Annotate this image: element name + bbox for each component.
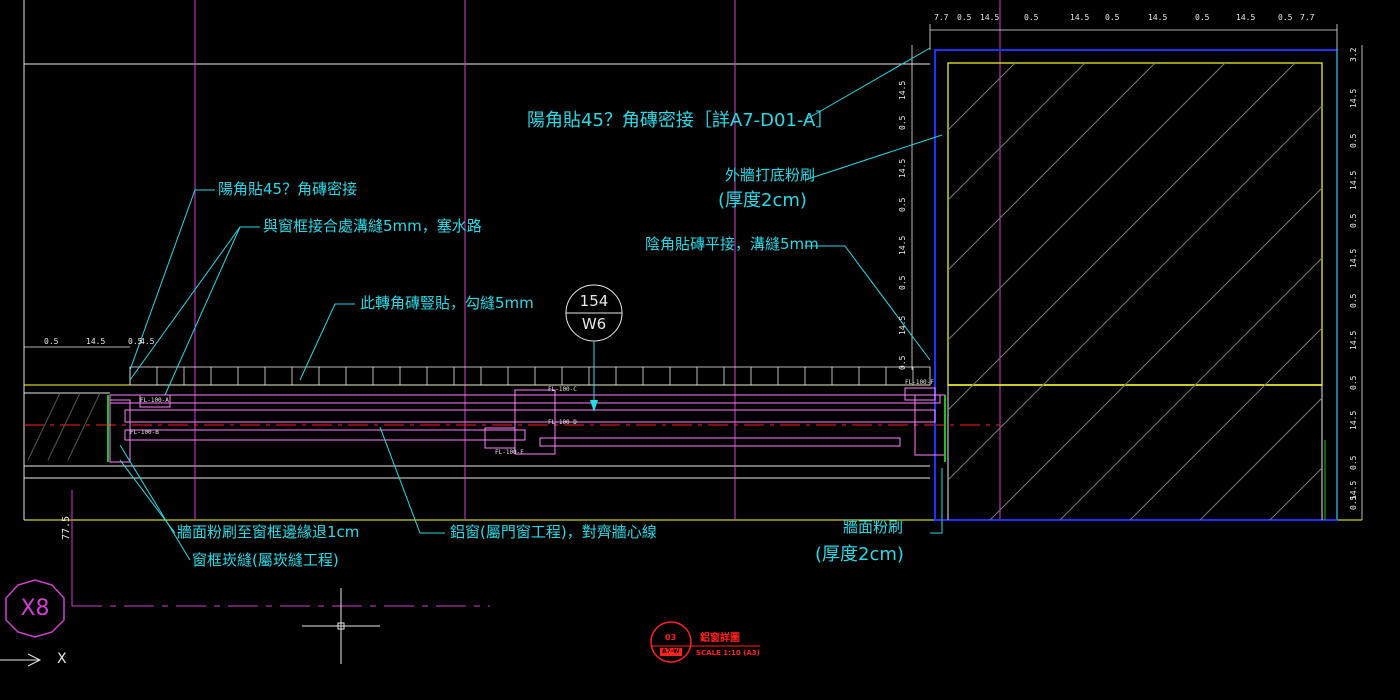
frame-tag: FL-100-E: [495, 449, 524, 456]
frame-tag: FL-100-A: [140, 397, 169, 404]
dim-vertical-label: 0.5: [1349, 293, 1358, 308]
dim-top-label: 14.5: [1236, 13, 1256, 22]
dim-line-top: [929, 24, 1338, 50]
dim-top-label: 14.5: [1148, 13, 1168, 22]
dim-top-label: 14.5: [980, 13, 1000, 22]
wall-outline: [934, 49, 1338, 521]
frame-tag: FL-100-C: [548, 386, 577, 393]
title-number: 03: [665, 633, 677, 642]
title-scale: SCALE 1:10 (A3): [696, 649, 760, 657]
grid-lines: [71, 0, 1001, 607]
note-corner-ref: 陽角貼45？角磚密接［詳A7-D01-A］: [527, 110, 834, 131]
dim-77-5: 77.5: [61, 515, 72, 540]
dim-vertical-label: 0.5: [1349, 375, 1358, 390]
detail-bubble-number: 154: [579, 292, 609, 310]
note-exterior-thickness: (厚度2cm): [718, 190, 807, 211]
title-symbol: [650, 621, 692, 663]
dim-vertical-label: 0.5: [898, 115, 907, 130]
dim-vertical-label: 0.5: [898, 355, 907, 370]
dim-top-label: 0.5: [957, 13, 972, 22]
dim-vertical-label: 14.5: [1349, 170, 1358, 190]
note-frame-joint: 與窗框接合處溝縫5mm，塞水路: [263, 217, 482, 235]
dim-vertical-label: 14.5: [898, 158, 907, 178]
window-frame: [109, 387, 946, 463]
note-exterior-plaster: 外牆打底粉刷: [725, 166, 816, 184]
dim-vertical-label: 14.5: [898, 80, 907, 100]
dim-vertical-label: 14.5: [898, 315, 907, 335]
dim-vertical-label: 14.5: [1349, 330, 1358, 350]
dim-vertical-label: 14.5: [1349, 248, 1358, 268]
dim-vertical-label: 0.5: [898, 275, 907, 290]
dim-vertical-label: 0.5: [898, 197, 907, 212]
title-sheet: A7-W: [662, 648, 680, 655]
ucs-icon: [0, 653, 42, 667]
dim-left-label: 0.5: [44, 337, 59, 346]
note-inner-corner: 陰角貼磚平接，溝縫5mm: [645, 235, 819, 253]
dim-top-label: 0.5: [1024, 13, 1039, 22]
dim-vertical-label: 3.2: [1349, 47, 1358, 62]
dim-top-label: 14.5: [1070, 13, 1090, 22]
dim-top-label: 0.5: [1278, 13, 1293, 22]
frame-tag: FL-100-F: [905, 379, 934, 386]
frame-tag: FL-100-D: [548, 419, 577, 426]
axis-x-label: X: [57, 651, 67, 667]
crosshair: [302, 588, 380, 664]
dim-left-label: 14.5: [86, 337, 106, 346]
dim-vertical-label: 0.5: [1349, 213, 1358, 228]
dim-left-label: 0.5: [128, 337, 143, 346]
dim-top-label: 7.7: [1300, 13, 1315, 22]
title-name: 鋁窗詳圖: [700, 633, 740, 644]
outer-border-lines: [23, 0, 1362, 521]
note-wall-plaster: 牆面粉刷: [843, 518, 904, 536]
grid-bubble-label: X8: [20, 596, 50, 621]
dim-vertical-label: 0.5: [1349, 455, 1358, 470]
dim-top-label: 0.5: [1105, 13, 1120, 22]
note-wall-thickness: (厚度2cm): [815, 544, 904, 565]
frame-tag: FL-100-B: [130, 429, 159, 436]
leader-lines: [119, 47, 943, 561]
dim-top-label: 0.5: [1195, 13, 1210, 22]
note-tile-vertical: 此轉角磚豎貼，勾縫5mm: [360, 294, 534, 312]
dim-vertical-label: 14.5: [1349, 410, 1358, 430]
note-left-corner: 陽角貼45？角磚密接: [218, 180, 358, 198]
right-hatch: [948, 63, 1322, 520]
detail-bubble-ref: W6: [581, 315, 607, 333]
grid-bubble-shape: [5, 579, 65, 638]
left-hatch: [27, 392, 101, 461]
dim-left-label: 4.5: [140, 337, 155, 346]
note-frame-caulk: 窗框崁縫(屬崁縫工程): [192, 551, 339, 569]
note-plaster-frame: 牆面粉刷至窗框邊緣退1cm: [177, 523, 360, 541]
dim-vertical-label: 0.5: [1349, 495, 1358, 510]
wall-block-top: [947, 62, 1323, 386]
dim-top-label: 7.7: [934, 13, 949, 22]
dim-vertical-label: 14.5: [898, 235, 907, 255]
tile-row: [129, 366, 931, 386]
note-aluminum-window: 鋁窗(屬門窗工程)，對齊牆心線: [450, 523, 657, 541]
dim-vertical-label: 14.5: [1349, 88, 1358, 108]
dim-vertical-label: 0.5: [1349, 133, 1358, 148]
